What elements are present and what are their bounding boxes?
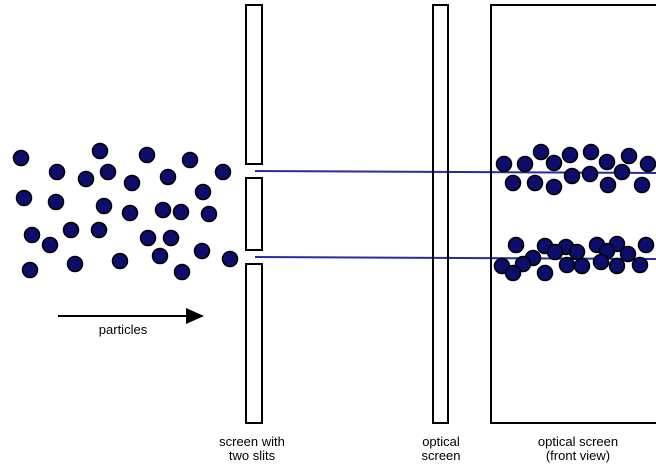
direction-arrow bbox=[58, 308, 204, 324]
screen-particle-15 bbox=[545, 178, 563, 196]
particle-16 bbox=[154, 201, 172, 219]
incoming-particle-cloud bbox=[12, 142, 239, 281]
screen-particle-14 bbox=[526, 174, 544, 192]
screen-particle-9 bbox=[639, 155, 656, 173]
particle-12 bbox=[15, 189, 33, 207]
optical-screen-label: optical screen bbox=[391, 435, 491, 463]
screen-particle-1 bbox=[532, 143, 550, 161]
screen-particle-28 bbox=[619, 245, 637, 263]
slit-screen-top-segment bbox=[245, 4, 263, 165]
screen-particle-32 bbox=[573, 257, 591, 275]
particle-7 bbox=[77, 170, 95, 188]
screen-particle-18 bbox=[507, 236, 525, 254]
screen-particle-26 bbox=[568, 243, 586, 261]
particle-3 bbox=[12, 149, 30, 167]
screen-particle-5 bbox=[495, 155, 513, 173]
slit-screen-label: screen with two slits bbox=[187, 435, 317, 463]
particle-5 bbox=[99, 163, 117, 181]
particle-17 bbox=[172, 203, 190, 221]
particle-19 bbox=[62, 221, 80, 239]
slit-screen-middle-segment bbox=[245, 177, 263, 251]
screen-particle-36 bbox=[504, 264, 522, 282]
front-view-label-line1: optical screen bbox=[537, 434, 619, 449]
screen-particle-37 bbox=[536, 264, 554, 282]
particle-31 bbox=[173, 263, 191, 281]
screen-particle-8 bbox=[598, 153, 616, 171]
screen-particle-7 bbox=[545, 154, 563, 172]
slit-screen-bottom-segment bbox=[245, 263, 263, 424]
particle-25 bbox=[151, 247, 169, 265]
screen-particle-11 bbox=[581, 165, 599, 183]
particle-22 bbox=[41, 236, 59, 254]
particle-27 bbox=[221, 250, 239, 268]
optical-screen-front-frame bbox=[490, 4, 656, 424]
lower-slit-beam bbox=[254, 256, 656, 260]
particle-24 bbox=[162, 229, 180, 247]
screen-particle-16 bbox=[599, 176, 617, 194]
particle-6 bbox=[48, 163, 66, 181]
particle-26 bbox=[193, 242, 211, 260]
slit-screen bbox=[245, 4, 263, 424]
front-view-label: optical screen (front view) bbox=[508, 435, 648, 463]
screen-particle-3 bbox=[561, 146, 579, 164]
screen-particle-4 bbox=[620, 147, 638, 165]
screen-particle-12 bbox=[613, 163, 631, 181]
particle-23 bbox=[139, 229, 157, 247]
particle-10 bbox=[123, 174, 141, 192]
particle-30 bbox=[21, 261, 39, 279]
particle-11 bbox=[194, 183, 212, 201]
screen-particle-10 bbox=[563, 167, 581, 185]
particle-20 bbox=[90, 221, 108, 239]
screen-particle-34 bbox=[608, 257, 626, 275]
particle-21 bbox=[23, 226, 41, 244]
particles-label: particles bbox=[98, 322, 148, 337]
arrow-head bbox=[186, 308, 204, 324]
particle-18 bbox=[200, 205, 218, 223]
screen-particle-25 bbox=[546, 243, 564, 261]
front-view-label-line2: (front view) bbox=[545, 448, 611, 463]
screen-particle-bands bbox=[493, 143, 656, 282]
slit-screen-label-line1: screen with bbox=[219, 434, 285, 449]
particle-9 bbox=[214, 163, 232, 181]
particle-4 bbox=[181, 151, 199, 169]
particle-15 bbox=[121, 204, 139, 222]
particle-2 bbox=[138, 146, 156, 164]
screen-particle-6 bbox=[516, 155, 534, 173]
optical-screen-side bbox=[432, 4, 449, 424]
particle-8 bbox=[159, 168, 177, 186]
optical-screen-label-line1: optical bbox=[422, 434, 460, 449]
particle-14 bbox=[95, 197, 113, 215]
screen-particle-2 bbox=[582, 143, 600, 161]
particle-29 bbox=[111, 252, 129, 270]
screen-particle-13 bbox=[504, 174, 522, 192]
screen-particle-31 bbox=[558, 256, 576, 274]
optical-screen-label-line2: screen bbox=[421, 448, 461, 463]
screen-particle-35 bbox=[631, 256, 649, 274]
slit-screen-label-line2: two slits bbox=[228, 448, 276, 463]
particle-28 bbox=[66, 255, 84, 273]
particle-13 bbox=[47, 193, 65, 211]
screen-particle-17 bbox=[633, 176, 651, 194]
particle-1 bbox=[91, 142, 109, 160]
screen-particle-23 bbox=[637, 236, 655, 254]
screen-particle-33 bbox=[592, 253, 610, 271]
